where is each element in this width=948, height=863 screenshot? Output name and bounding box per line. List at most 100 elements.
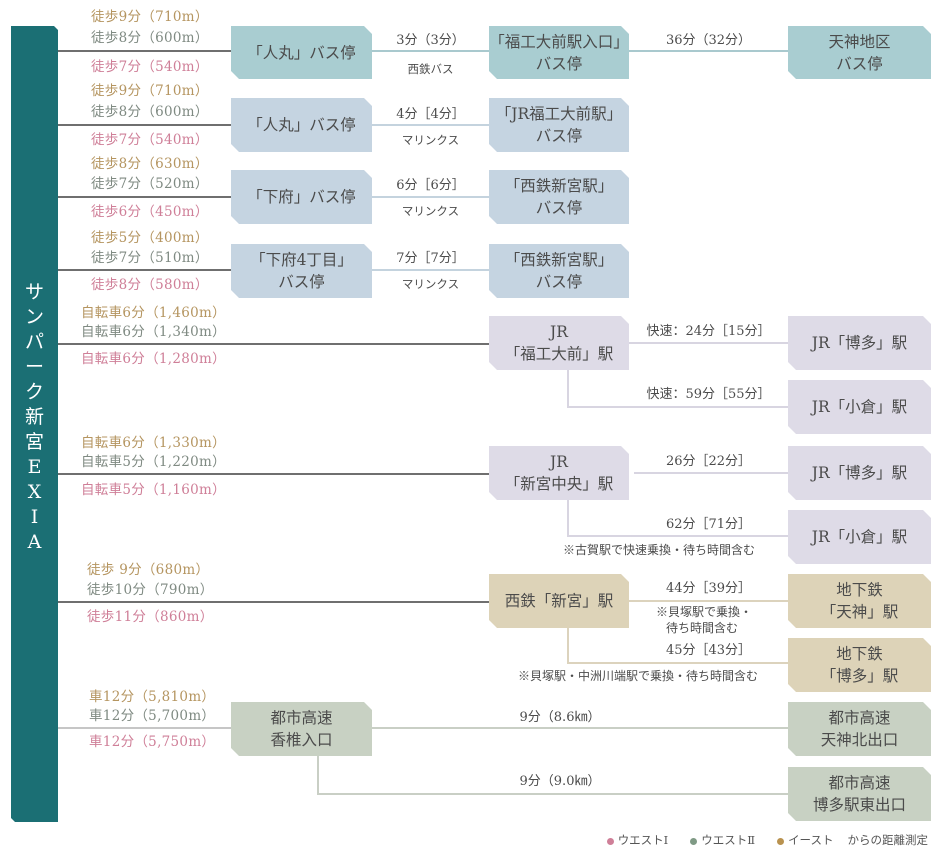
station-label: JR「小倉」駅	[811, 528, 908, 546]
leg-line	[372, 124, 489, 126]
leg-time: 4分［4分］	[396, 107, 465, 122]
distance-east: 徒歩9分（710m）	[91, 83, 209, 99]
leg-line	[372, 727, 788, 729]
legend-item-west1: ウエストⅠ	[606, 832, 668, 848]
distance-west2: 自転車6分（1,340m）	[81, 324, 226, 340]
destination-station: 地下鉄 「天神」駅	[788, 574, 931, 628]
leg-time: 7分［7分］	[396, 251, 465, 266]
distance-west1: 自転車5分（1,160m）	[81, 482, 226, 498]
property-name-char: X	[27, 481, 42, 503]
station-label: 地下鉄	[836, 645, 883, 663]
distance-east: 徒歩 9分（680m）	[87, 562, 210, 578]
station-label: JR	[550, 323, 568, 341]
property-name-char: ー	[24, 356, 44, 378]
distance-west2: 徒歩7分（520m）	[91, 176, 209, 192]
stop-label: 「JR福工大前駅」	[495, 105, 623, 123]
distance-west2: 徒歩7分（510m）	[91, 250, 209, 266]
green-dot-icon	[690, 837, 698, 845]
station-label: JR「博多」駅	[811, 464, 908, 482]
leg-time: 26分［22分］	[665, 454, 752, 469]
leg-line	[629, 50, 788, 52]
leg-time: 快速：59分［55分］	[646, 387, 771, 402]
station-label: JR「小倉」駅	[811, 398, 908, 416]
connector-line	[58, 269, 231, 271]
distance-east: 自転車6分（1,460m）	[81, 305, 226, 321]
leg-line	[629, 600, 788, 602]
connector-line	[58, 50, 231, 52]
leg-time: 44分［39分］	[665, 581, 752, 596]
destination-stop: 「JR福工大前駅」 バス停	[489, 98, 629, 152]
leg-time: 36分（32分）	[665, 33, 752, 48]
leg-time: 快速：24分［15分］	[646, 324, 771, 339]
leg-time: 45分［43分］	[665, 643, 752, 658]
leg-line	[629, 342, 788, 344]
origin-station: JR 「福工大前」駅	[489, 316, 629, 370]
stop-label: 都市高速	[828, 709, 891, 727]
origin-station: 西鉄「新宮」駅	[489, 574, 629, 628]
leg-time: 9分（9.0㎞）	[519, 774, 601, 789]
stop-label: 「下府」バス停	[247, 188, 356, 206]
destination-exit: 都市高速 天神北出口	[788, 702, 931, 756]
distance-west1: 徒歩8分（580m）	[91, 277, 209, 293]
distance-west1: 自転車6分（1,280m）	[81, 351, 226, 367]
destination-station: JR「小倉」駅	[788, 380, 931, 434]
pink-dot-icon	[606, 837, 614, 845]
distance-west2: 徒歩10分（790m）	[87, 582, 214, 598]
stop-label: 都市高速	[270, 709, 333, 727]
legend-item-east: イーストからの距離測定	[777, 832, 928, 848]
stop-label: バス停	[836, 54, 883, 73]
connector-line	[58, 727, 231, 729]
station-label: 「新宮中央」駅	[504, 475, 614, 493]
property-name-char: 新	[24, 406, 44, 428]
branch-line	[567, 370, 569, 407]
legend-suffix: からの距離測定	[847, 833, 929, 847]
leg-operator: 西鉄バス	[407, 62, 454, 76]
transfer-note: ※古賀駅で快速乗換・待ち時間含む	[563, 543, 756, 557]
distance-west2: 自転車5分（1,220m）	[81, 454, 226, 470]
leg-operator: マリンクス	[401, 133, 460, 147]
stop-label: 「福工大前駅入口」	[489, 32, 629, 51]
property-name-char: E	[27, 456, 42, 478]
connector-line	[58, 473, 489, 475]
station-label: JR	[550, 453, 568, 471]
distance-west2: 徒歩8分（600m）	[91, 30, 209, 46]
stop-label: 都市高速	[828, 774, 891, 792]
station-label: 「博多」駅	[820, 667, 899, 685]
station-label: JR「博多」駅	[811, 334, 908, 352]
transfer-stop: 「福工大前駅入口」 バス停	[489, 26, 629, 79]
leg-line	[567, 662, 788, 664]
distance-east: 徒歩5分（400m）	[91, 230, 209, 246]
station-label: 「福工大前」駅	[504, 345, 614, 363]
distance-east: 車12分（5,810m）	[89, 689, 216, 705]
leg-line	[567, 535, 788, 537]
distance-west2: 徒歩8分（600m）	[91, 104, 209, 120]
station-label: 地下鉄	[836, 581, 883, 599]
connector-line	[58, 601, 489, 603]
stop-label: 天神地区	[828, 32, 891, 51]
property-name-char: ク	[24, 381, 44, 403]
leg-line	[567, 406, 788, 408]
leg-time: 62分［71分］	[665, 517, 752, 532]
property-name-char: サ	[24, 281, 44, 303]
leg-line	[634, 472, 788, 474]
property-name-char: ン	[24, 306, 44, 328]
stop-label: バス停	[535, 54, 583, 73]
transfer-note: 待ち時間含む	[666, 621, 739, 635]
connector-line	[58, 196, 231, 198]
distance-west1: 車12分（5,750m）	[89, 734, 216, 750]
origin-stop: 「下府4丁目」 バス停	[231, 244, 372, 298]
destination-exit: 都市高速 博多駅東出口	[788, 767, 931, 821]
branch-line	[567, 628, 569, 663]
stop-label: 「人丸」バス停	[247, 116, 356, 134]
gold-dot-icon	[777, 837, 785, 845]
stop-label: 香椎入口	[270, 731, 333, 749]
destination-station: JR「博多」駅	[788, 316, 931, 370]
distance-west1: 徒歩7分（540m）	[91, 59, 209, 75]
distance-west1: 徒歩11分（860m）	[87, 609, 214, 625]
origin-stop: 「下府」バス停	[231, 170, 372, 224]
destination-station: JR「博多」駅	[788, 446, 931, 500]
leg-time: 9分（8.6㎞）	[519, 710, 601, 725]
destination-stop: 天神地区 バス停	[788, 26, 931, 79]
property-name-char: A	[27, 531, 42, 553]
distance-east: 自転車6分（1,330m）	[81, 435, 226, 451]
